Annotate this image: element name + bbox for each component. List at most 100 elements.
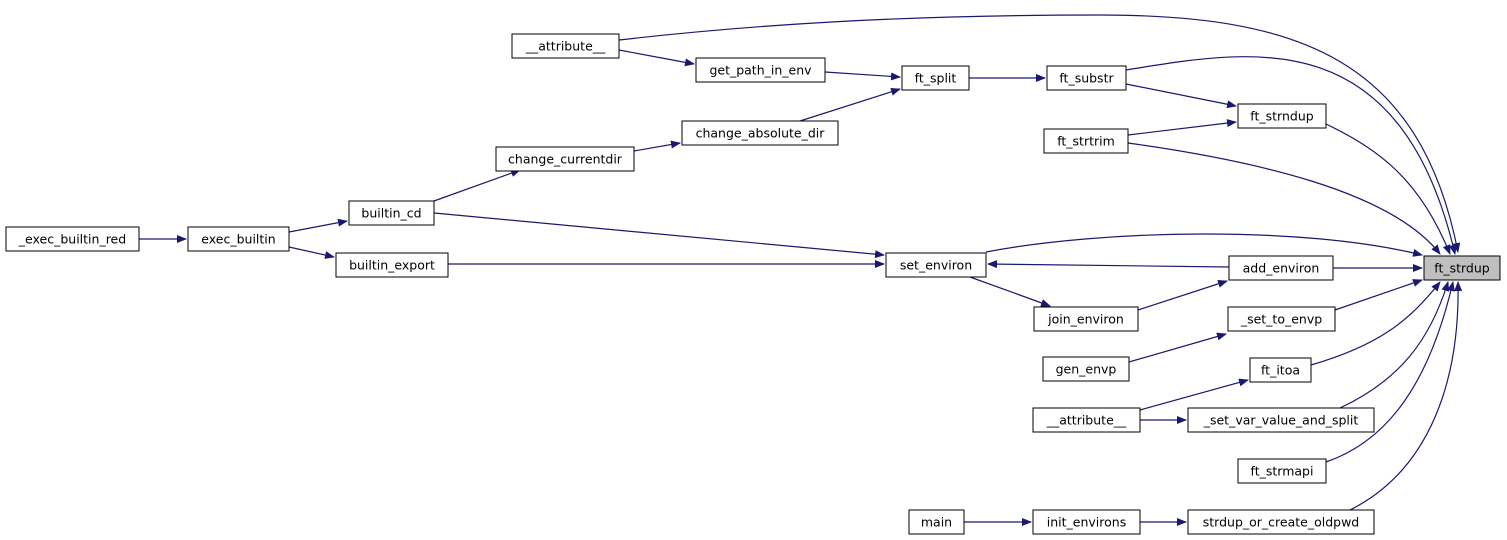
node-box (1187, 509, 1375, 535)
node-box (511, 33, 620, 59)
node-label: builtin_cd (361, 206, 421, 221)
node-attribute-bottom[interactable]: __attribute__ (1032, 407, 1141, 433)
node-label: main (921, 515, 952, 530)
nodes-layer: ft_strdup __attribute__ get_path_in_env ft_… (5, 33, 1501, 535)
node-box (5, 226, 140, 252)
node-label: ft_strndup (1250, 109, 1313, 124)
node-label: change_absolute_dir (696, 126, 826, 141)
node-label: ft_itoa (1261, 363, 1300, 378)
node-box (187, 226, 290, 252)
edges-layer (139, 14, 1463, 526)
node-label: change_currentdir (508, 152, 623, 167)
node-change-currentdir[interactable]: change_currentdir (495, 146, 635, 172)
edge-exec_builtin-to-builtin_cd (288, 218, 348, 233)
node-ft-split[interactable]: ft_split (901, 65, 970, 91)
node-label: get_path_in_env (709, 63, 812, 78)
node-attribute-top[interactable]: __attribute__ (511, 33, 620, 59)
node-set-to-envp[interactable]: _set_to_envp (1227, 306, 1336, 332)
node-label: _set_to_envp (1240, 312, 1322, 327)
edge-builtin_cd-to-change_currentdir (433, 169, 521, 202)
node-set-environ[interactable]: set_environ (885, 252, 987, 278)
node-label: exec_builtin (201, 232, 275, 247)
node-box (1042, 356, 1130, 382)
node-ft-strndup[interactable]: ft_strndup (1237, 103, 1327, 129)
edge-change_absolute_dir-to-ft_split (799, 87, 901, 122)
node-box (1032, 509, 1141, 535)
node-box (335, 252, 449, 278)
node-box (1032, 407, 1141, 433)
node-label: add_environ (1243, 261, 1320, 276)
node-exec-builtin[interactable]: exec_builtin (187, 226, 290, 252)
node-strdup-or-create-oldpwd[interactable]: strdup_or_create_oldpwd (1187, 509, 1375, 535)
edge-ft_strndup-to-ft_strdup (1325, 123, 1451, 255)
edge-ft_substr-to-ft_strndup (1125, 83, 1237, 109)
node-box (1033, 306, 1139, 332)
node-main[interactable]: main (908, 509, 965, 535)
edge-set_to_envp-to-ft_strdup (1334, 279, 1423, 311)
node-set-var-value-and-split[interactable]: _set_var_value_and_split (1187, 407, 1375, 433)
edge-change_currentdir-to-change_absolute_dir (633, 140, 681, 152)
edge-ft_strmapi-to-ft_strdup (1325, 281, 1455, 463)
edge-strdup_or_create_oldpwd-to-ft_strdup (1349, 281, 1463, 511)
node-label: __attribute__ (525, 39, 606, 54)
node-box (695, 57, 826, 83)
node-gen-envp[interactable]: gen_envp (1042, 356, 1130, 382)
node-label: _exec_builtin_red (18, 232, 126, 247)
edge-join_environ-to-add_environ (1137, 279, 1228, 311)
node-box (1423, 255, 1501, 281)
node-add-environ[interactable]: add_environ (1228, 255, 1334, 281)
node-label: init_environs (1047, 515, 1126, 530)
node-label: set_environ (900, 258, 972, 273)
node-box (1187, 407, 1375, 433)
node-label: gen_envp (1056, 362, 1117, 377)
node-builtin-export[interactable]: builtin_export (335, 252, 449, 278)
node-box (495, 146, 635, 172)
edge-exec_builtin-to-builtin_export (288, 246, 335, 259)
node-label: join_environ (1047, 312, 1124, 327)
node-box (885, 252, 987, 278)
edge-set_environ-to-ft_strdup (985, 233, 1423, 257)
node-box (901, 65, 970, 91)
node-box (1046, 65, 1127, 91)
node-builtin-cd[interactable]: builtin_cd (348, 200, 435, 226)
edge-attribute_top-to-ft_strdup (618, 14, 1461, 253)
edge-attribute_bottom-to-ft_itoa (1139, 378, 1249, 411)
node-label: _set_var_value_and_split (1203, 413, 1359, 428)
edge-builtin_cd-to-set_environ (433, 212, 885, 259)
edge-attribute_top-to-get_path_in_env (618, 49, 695, 67)
edge-gen_envp-to-set_to_envp (1128, 332, 1227, 363)
node-label: ft_substr (1059, 71, 1114, 86)
node-label: strdup_or_create_oldpwd (1203, 515, 1360, 530)
node-box (1237, 458, 1327, 484)
node-box (1227, 306, 1336, 332)
node-box (348, 200, 435, 226)
node-init-environs[interactable]: init_environs (1032, 509, 1141, 535)
node-ft-strtrim[interactable]: ft_strtrim (1043, 128, 1129, 154)
node-label: ft_strtrim (1057, 134, 1115, 149)
node-join-environ[interactable]: join_environ (1033, 306, 1139, 332)
node-ft-itoa[interactable]: ft_itoa (1249, 357, 1312, 383)
node-box (1237, 103, 1327, 129)
node-box (1249, 357, 1312, 383)
node-box (1043, 128, 1129, 154)
node-ft-substr[interactable]: ft_substr (1046, 65, 1127, 91)
node-exec-builtin-red[interactable]: _exec_builtin_red (5, 226, 140, 252)
node-label: builtin_export (349, 258, 435, 273)
node-label: ft_split (915, 71, 957, 86)
edge-ft_strtrim-to-ft_strdup (1127, 142, 1441, 255)
node-ft-strmapi[interactable]: ft_strmapi (1237, 458, 1327, 484)
edge-ft_substr-to-ft_strdup (1125, 56, 1457, 255)
edge-add_environ-to-set_environ (987, 260, 1230, 269)
node-ft-strdup[interactable]: ft_strdup (1423, 255, 1501, 281)
node-box (681, 120, 839, 146)
node-get-path-in-env[interactable]: get_path_in_env (695, 57, 826, 83)
node-box (1228, 255, 1334, 281)
node-box (908, 509, 965, 535)
edge-ft_strtrim-to-ft_strndup (1127, 119, 1237, 136)
edge-set_environ-to-join_environ (969, 276, 1051, 307)
node-change-absolute-dir[interactable]: change_absolute_dir (681, 120, 839, 146)
node-label: __attribute__ (1046, 413, 1127, 428)
edge-set_var_value_and_split-to-ft_strdup (1339, 281, 1450, 409)
edge-ft_itoa-to-ft_strdup (1310, 281, 1441, 366)
